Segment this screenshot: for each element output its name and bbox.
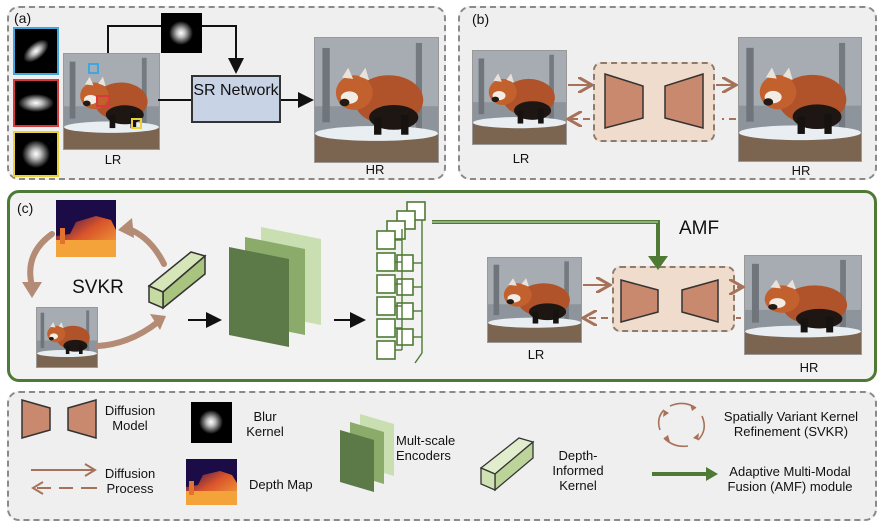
legend-svkr-text: Spatially Variant Kernel Refinement (SVK…	[723, 409, 859, 439]
panel-a-lr-label: LR	[104, 152, 122, 167]
panel-c-svkr-lr-image	[36, 307, 98, 368]
legend-encoders-text: Mult-scale Encoders	[396, 433, 456, 463]
panel-a-hr-label: HR	[365, 162, 385, 177]
multi-scale-encoders	[229, 227, 321, 347]
depth-informed-kernel	[147, 251, 207, 310]
blur-kernel-yellow	[13, 131, 59, 177]
blur-kernel-red	[13, 79, 59, 127]
legend-depth-map-icon	[186, 459, 237, 505]
hr-image	[314, 37, 439, 163]
legend-amf-arrow-icon	[652, 467, 718, 481]
panel-c-lr-image	[487, 257, 582, 343]
legend-depth-map-text: Depth Map	[249, 477, 313, 492]
legend-svkr-cycle-icon	[657, 402, 706, 448]
legend-diffusion-model-icon	[21, 399, 97, 439]
legend-amf-text: Adaptive Multi-Modal Fusion (AMF) module	[727, 464, 853, 494]
panel-b-hr-label: HR	[791, 163, 811, 178]
legend-encoders-icon	[340, 414, 394, 492]
blur-kernel-top	[161, 13, 202, 53]
depth-map-image	[56, 200, 116, 257]
panel-c-lr-label: LR	[527, 347, 545, 362]
legend-diffusion-process-icon	[31, 463, 97, 495]
panel-b-label: (b)	[472, 11, 490, 27]
panel-c-label: (c)	[17, 200, 34, 216]
panel-c-hr-label: HR	[799, 360, 819, 375]
legend-depth-kernel-text: Depth-Informed Kernel	[552, 448, 604, 493]
panel-c-diffusion-box	[612, 266, 735, 332]
panel-b-hr-image	[738, 37, 862, 162]
lr-image	[63, 53, 160, 150]
amf-label: AMF	[678, 218, 720, 239]
blur-kernel-blue	[13, 27, 59, 75]
panel-c-hr-image	[744, 255, 862, 355]
legend-diffusion-model-text: Diffusion Model	[104, 403, 156, 433]
legend-diffusion-process-text: Diffusion Process	[104, 466, 156, 496]
panel-b-lr-image	[472, 50, 567, 145]
legend-blur-kernel-icon	[191, 402, 232, 443]
encoder-tree	[376, 201, 426, 364]
panel-b-lr-label: LR	[512, 151, 530, 166]
legend-depth-kernel-icon	[479, 437, 535, 492]
panel-b-diffusion-box	[593, 62, 715, 142]
svkr-label: SVKR	[72, 277, 124, 298]
legend-blur-kernel-text: Blur Kernel	[246, 409, 284, 439]
sr-network-box: SR Network	[191, 75, 281, 123]
sr-network-label: SR Network	[193, 82, 279, 99]
panel-a-label: (a)	[14, 10, 32, 26]
legend-panel	[7, 391, 877, 521]
